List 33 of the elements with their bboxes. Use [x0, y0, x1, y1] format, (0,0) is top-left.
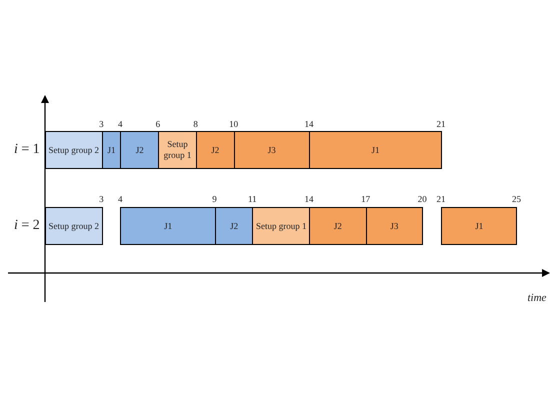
gantt-bar: Setup group 1 — [158, 131, 197, 169]
gantt-bar: Setup group 2 — [45, 207, 103, 245]
gantt-bar: J1 — [309, 131, 442, 169]
gantt-bar: J2 — [120, 131, 160, 169]
gantt-bar: J2 — [196, 131, 235, 169]
tick-label: 9 — [212, 194, 217, 204]
gantt-bar: J3 — [366, 207, 424, 245]
tick-label: 20 — [418, 194, 427, 204]
gantt-bar: Setup group 2 — [45, 131, 103, 169]
tick-label: 11 — [248, 194, 257, 204]
tick-label: 3 — [99, 119, 104, 129]
tick-label: 4 — [118, 119, 122, 129]
tick-label: 10 — [229, 119, 238, 129]
tick-label: 17 — [361, 194, 370, 204]
tick-label: 6 — [156, 119, 160, 129]
row-label: i = 1 — [14, 142, 40, 158]
tick-label: 21 — [436, 194, 446, 204]
gantt-bar: J3 — [234, 131, 310, 169]
axis-label: time — [528, 292, 546, 304]
tick-label: 14 — [304, 194, 314, 204]
gantt-bar: J1 — [120, 207, 216, 245]
gantt-bar: J2 — [214, 207, 254, 245]
tick-label: 3 — [99, 194, 104, 204]
tick-label: 21 — [436, 119, 446, 129]
gantt-bar: J2 — [309, 207, 367, 245]
tick-label: 14 — [304, 119, 314, 129]
gantt-bar: Setup group 1 — [252, 207, 310, 245]
tick-label: 25 — [512, 194, 521, 204]
row-label: i = 2 — [14, 218, 40, 234]
gantt-bar: J1 — [102, 131, 122, 169]
tick-label: 8 — [193, 119, 198, 129]
tick-label: 4 — [118, 194, 122, 204]
gantt-bar: J1 — [441, 207, 518, 245]
